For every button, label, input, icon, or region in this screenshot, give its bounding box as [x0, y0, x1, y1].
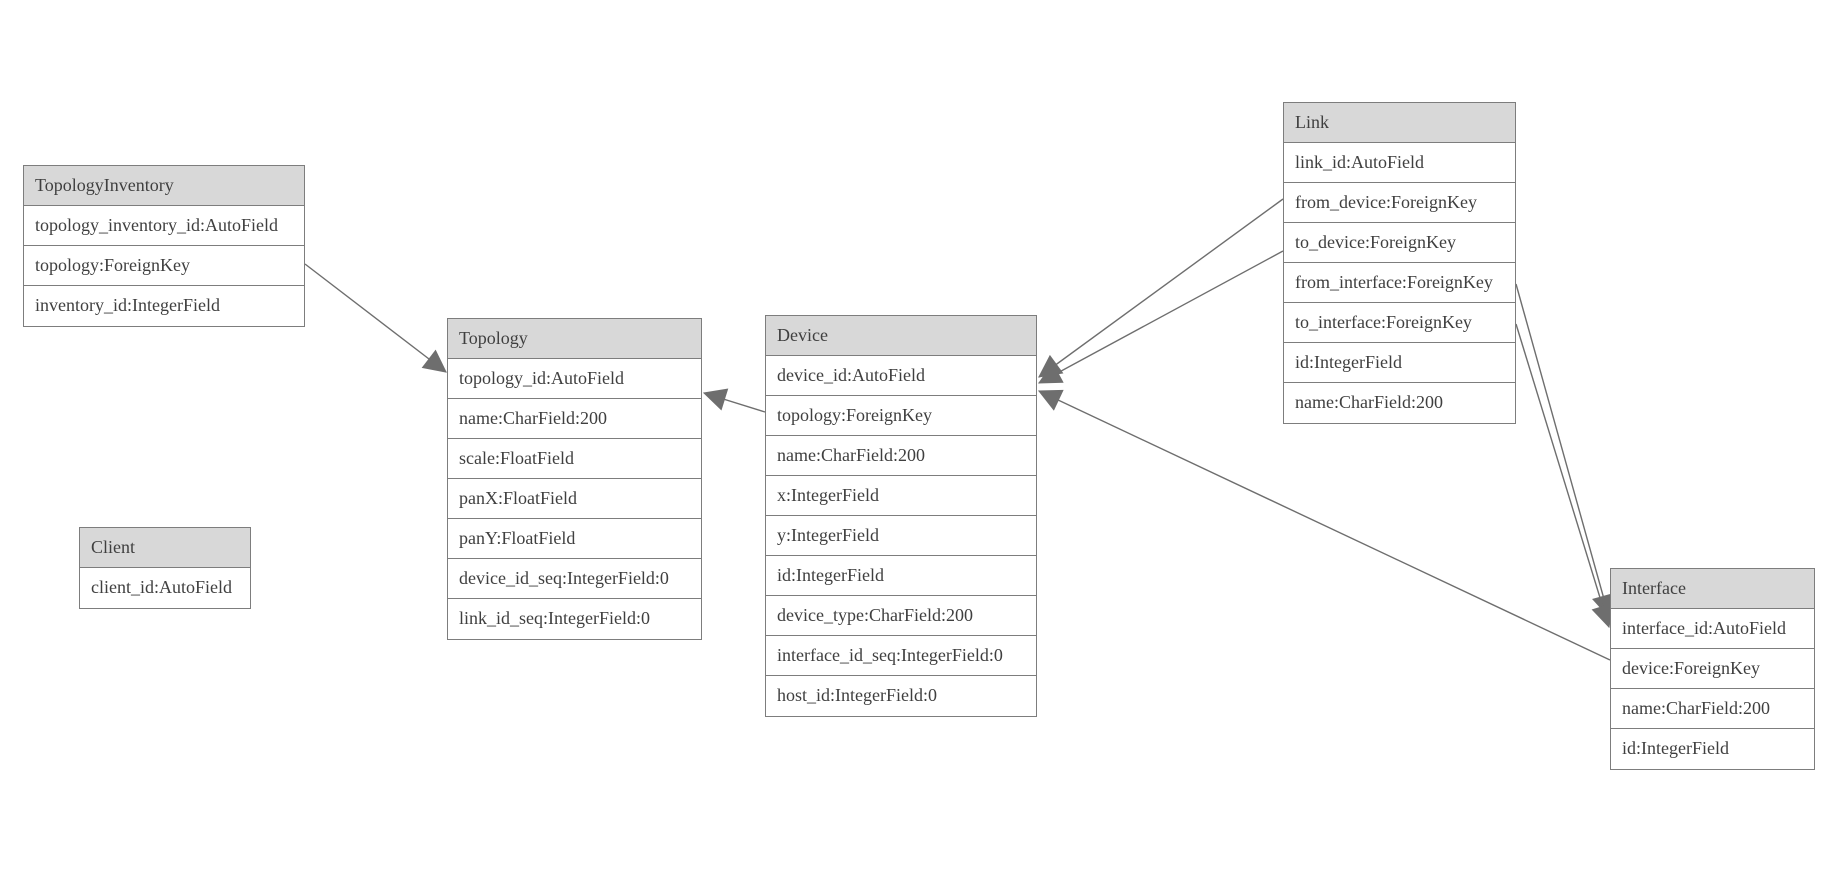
- edge-interface-device: [1037, 389, 1611, 661]
- field-row: to_device:ForeignKey: [1284, 223, 1515, 263]
- field-row: device_id:AutoField: [766, 356, 1036, 396]
- field-row: scale:FloatField: [448, 439, 701, 479]
- field-row: host_id:IntegerField:0: [766, 676, 1036, 716]
- field-row: id:IntegerField: [766, 556, 1036, 596]
- field-row: topology_id:AutoField: [448, 359, 701, 399]
- field-row: interface_id:AutoField: [1611, 609, 1814, 649]
- field-row: panX:FloatField: [448, 479, 701, 519]
- field-row: name:CharField:200: [448, 399, 701, 439]
- field-row: device_type:CharField:200: [766, 596, 1036, 636]
- field-row: from_interface:ForeignKey: [1284, 263, 1515, 303]
- table-title: Interface: [1611, 569, 1814, 609]
- edge-device-topology: [702, 388, 766, 413]
- field-row: name:CharField:200: [766, 436, 1036, 476]
- field-row: link_id:AutoField: [1284, 143, 1515, 183]
- field-row: interface_id_seq:IntegerField:0: [766, 636, 1036, 676]
- field-row: id:IntegerField: [1611, 729, 1814, 769]
- field-row: id:IntegerField: [1284, 343, 1515, 383]
- edge-link-from-device: [1038, 198, 1284, 378]
- field-row: device:ForeignKey: [1611, 649, 1814, 689]
- field-row: name:CharField:200: [1611, 689, 1814, 729]
- field-row: from_device:ForeignKey: [1284, 183, 1515, 223]
- table-title: Link: [1284, 103, 1515, 143]
- edge-link-to-interface: [1515, 323, 1614, 629]
- field-row: to_interface:ForeignKey: [1284, 303, 1515, 343]
- table-title: Topology: [448, 319, 701, 359]
- edge-topologyinventory-topology: [304, 263, 447, 373]
- field-row: topology:ForeignKey: [766, 396, 1036, 436]
- table-title: Client: [80, 528, 250, 568]
- field-row: panY:FloatField: [448, 519, 701, 559]
- field-row: device_id_seq:IntegerField:0: [448, 559, 701, 599]
- field-row: topology_inventory_id:AutoField: [24, 206, 304, 246]
- field-row: name:CharField:200: [1284, 383, 1515, 423]
- field-row: inventory_id:IntegerField: [24, 286, 304, 326]
- field-row: x:IntegerField: [766, 476, 1036, 516]
- edge-link-from-interface: [1515, 283, 1615, 619]
- field-row: topology:ForeignKey: [24, 246, 304, 286]
- field-row: y:IntegerField: [766, 516, 1036, 556]
- field-row: link_id_seq:IntegerField:0: [448, 599, 701, 639]
- table-title: TopologyInventory: [24, 166, 304, 206]
- edge-link-to-device: [1037, 250, 1284, 384]
- table-title: Device: [766, 316, 1036, 356]
- field-row: client_id:AutoField: [80, 568, 250, 608]
